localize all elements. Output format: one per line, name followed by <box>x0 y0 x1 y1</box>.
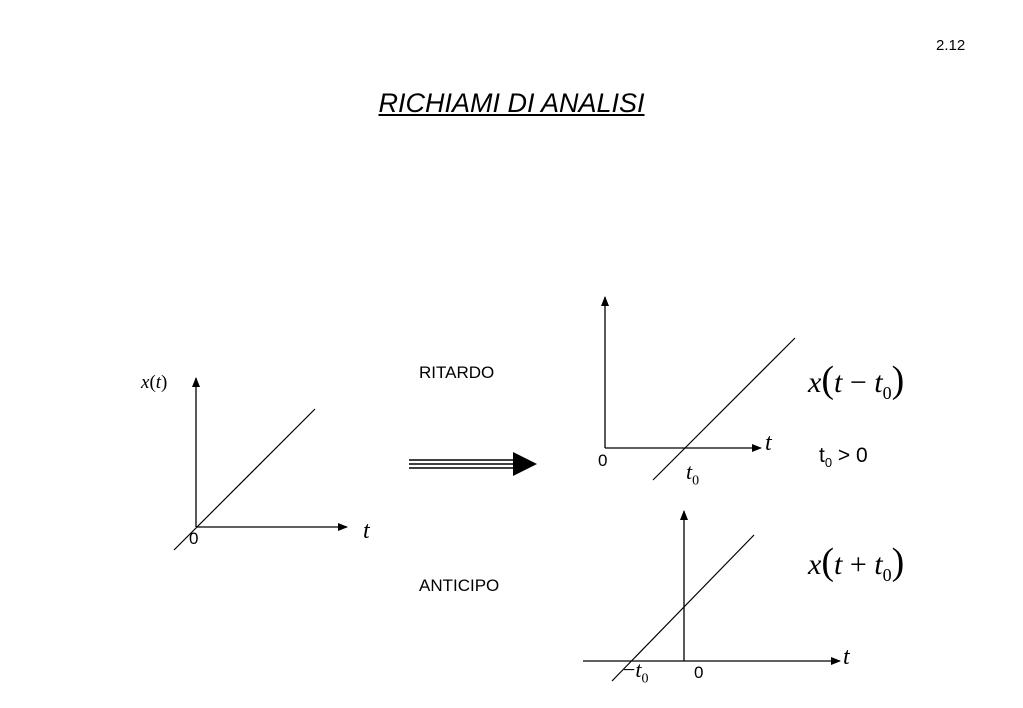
original-graph <box>173 377 348 551</box>
ritardo-t0-label: t0 <box>686 459 700 489</box>
anticipo-minus-t0-label: −t0 <box>623 657 649 687</box>
ritardo-ramp-line <box>652 337 796 481</box>
ritardo-graph <box>601 296 796 481</box>
slide-title: RICHIAMI DI ANALISI <box>378 88 645 118</box>
anticipo-label: ANTICIPO <box>419 576 500 595</box>
ritardo-formula: x(t − t0) <box>808 359 905 403</box>
anticipo-graph <box>583 510 841 682</box>
ritardo-origin-label: 0 <box>598 451 608 470</box>
ritardo-t-axis-label: t <box>765 430 772 456</box>
ritardo-label: RITARDO <box>419 363 495 382</box>
anticipo-ramp-line <box>611 534 755 682</box>
transform-arrow-head <box>513 452 537 476</box>
original-t-axis-label: t <box>363 518 370 544</box>
anticipo-t-axis-label: t <box>843 644 850 670</box>
original-y-label: x(t) <box>141 372 168 393</box>
ritardo-condition: t0 > 0 <box>819 444 868 471</box>
page-number: 2.12 <box>936 37 966 54</box>
transform-arrow <box>409 452 537 476</box>
original-origin-label: 0 <box>189 529 199 548</box>
original-ramp-line <box>173 408 316 551</box>
anticipo-origin-label: 0 <box>694 663 704 682</box>
anticipo-formula: x(t + t0) <box>808 541 905 585</box>
